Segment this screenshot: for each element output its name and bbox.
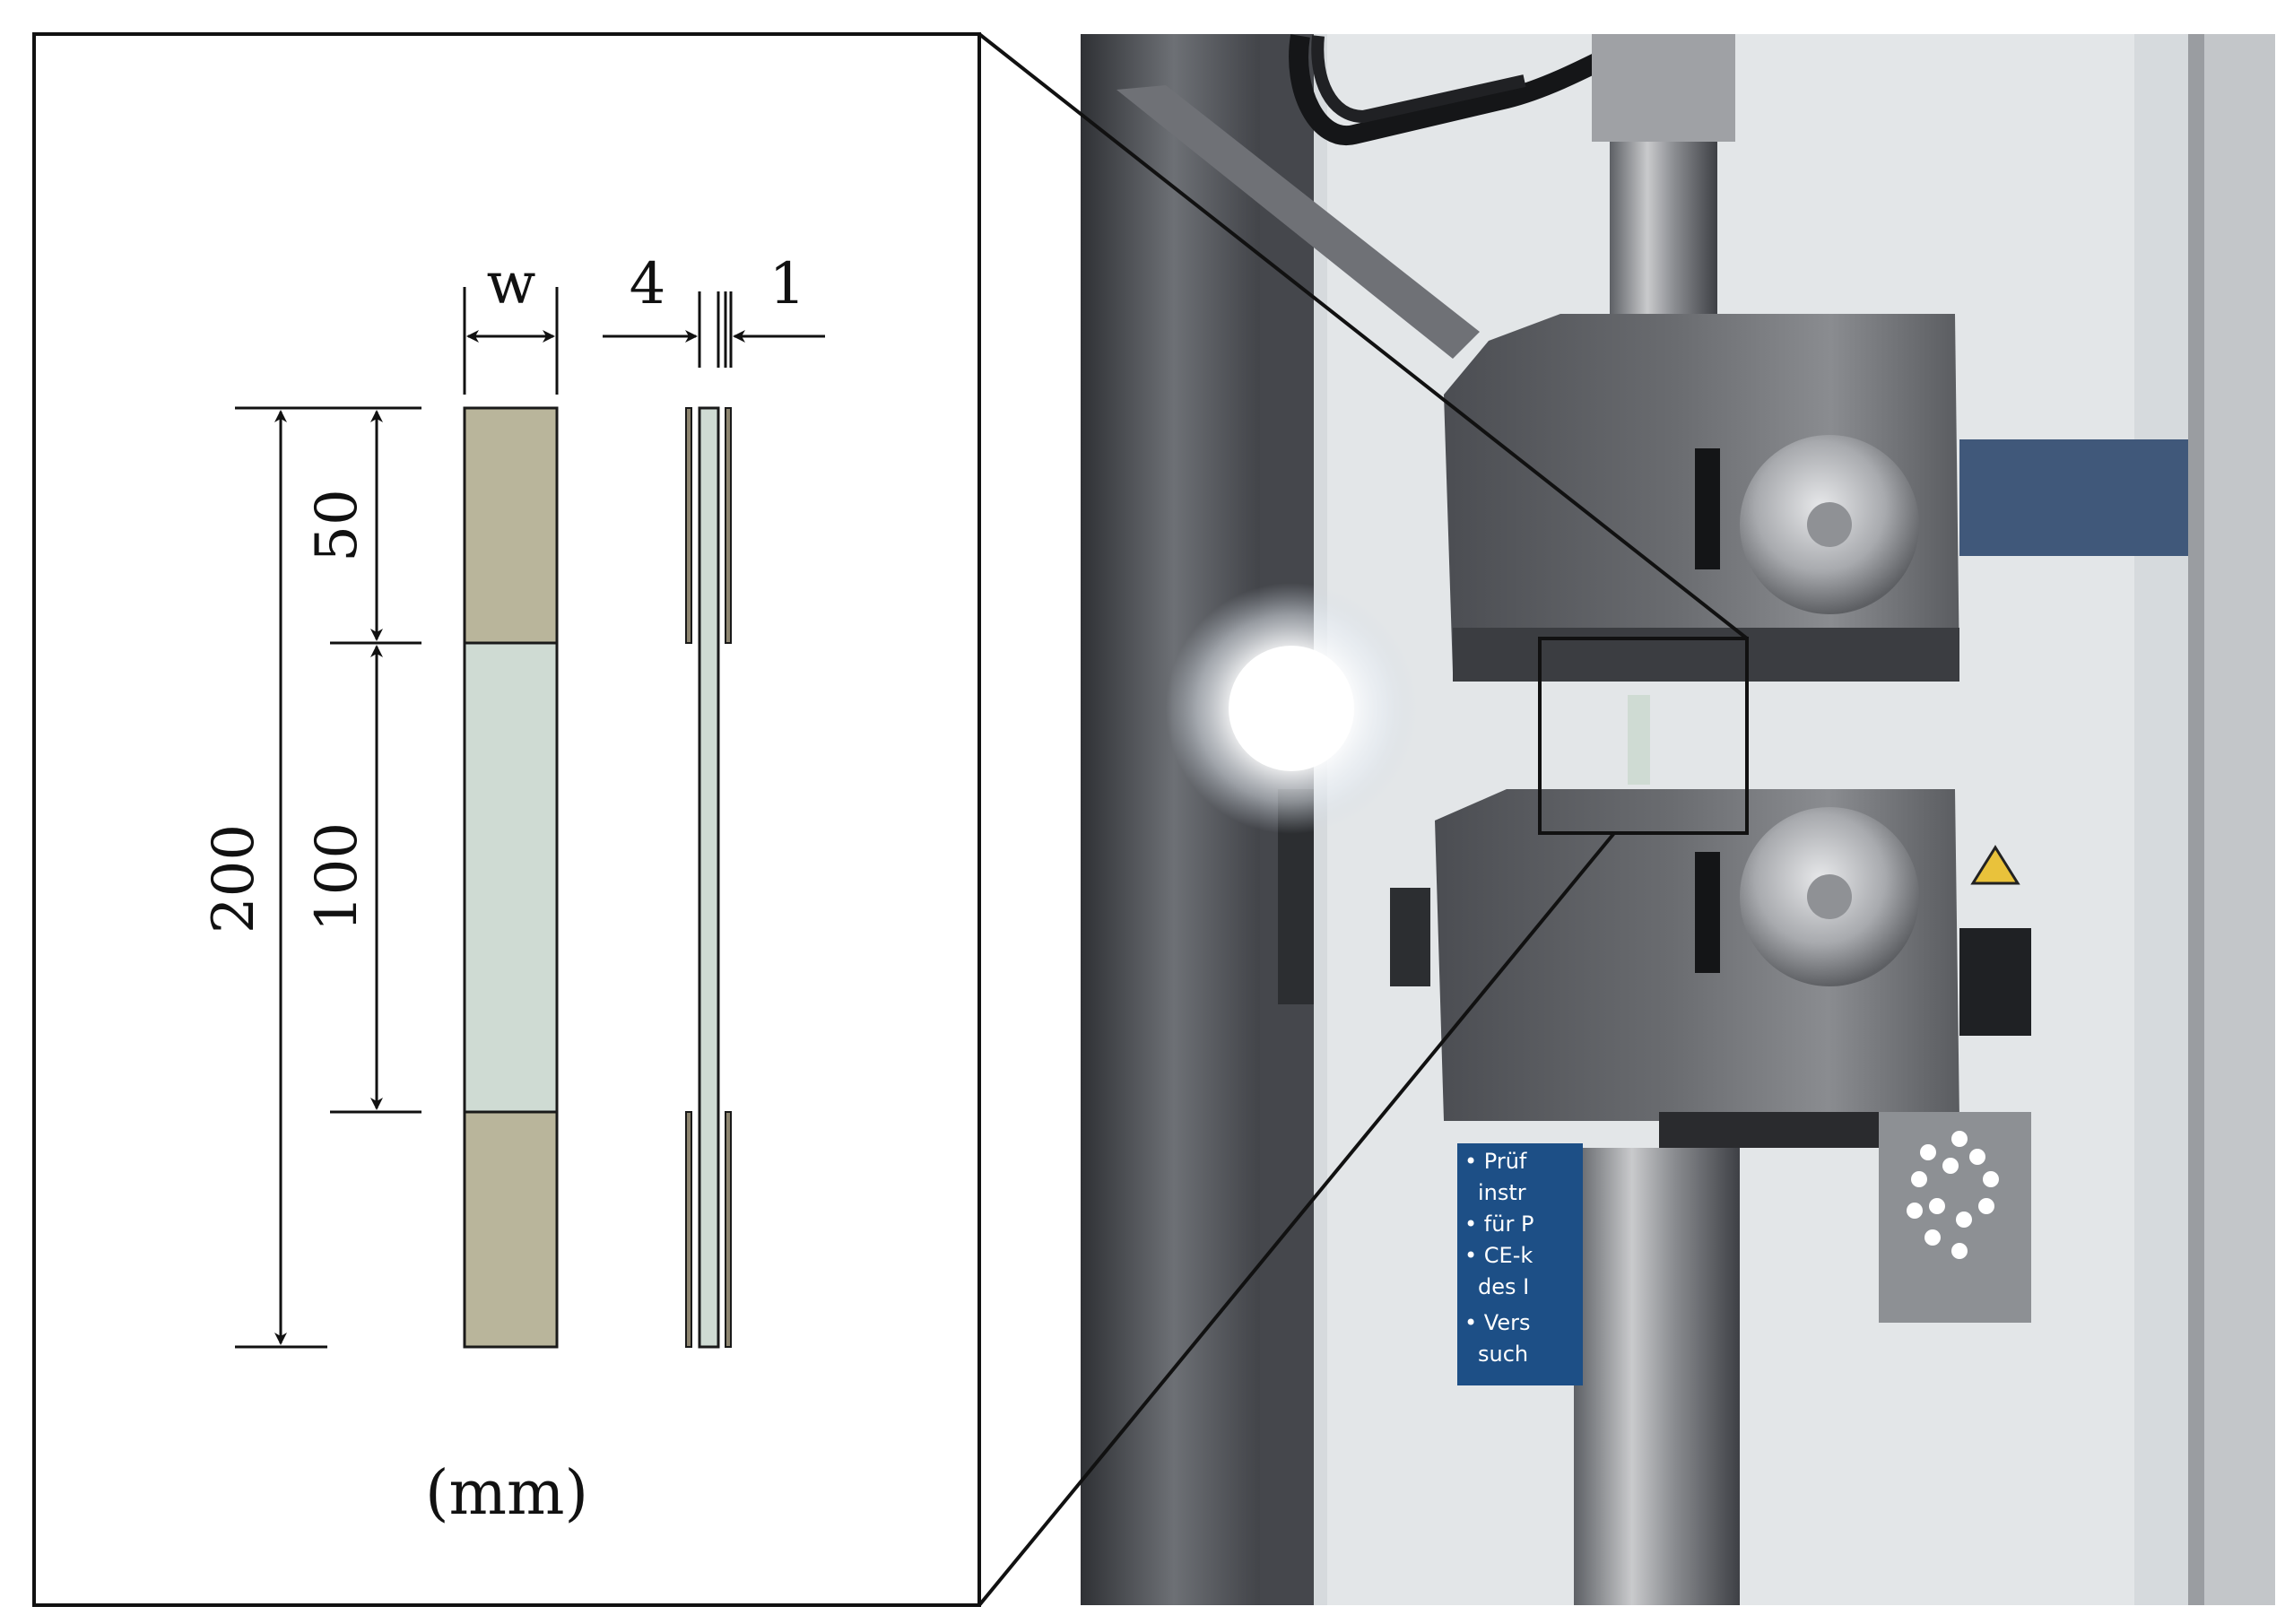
info-sign-text: • Prüf instr • für P • CE-k des I • Vers… [1464,1149,1533,1367]
test-machine-photo: • Prüf instr • für P • CE-k des I • Vers… [1081,34,2275,1605]
total-length-label: 200 [201,824,267,934]
specimen-front-view [463,406,559,1349]
lower-piston-rod [1574,1148,1740,1605]
machine-right-post [2202,34,2275,1605]
units-label: (mm) [425,1458,588,1529]
sign-line: • Vers [1464,1310,1530,1335]
sign-line: des I [1478,1274,1529,1299]
led-ring [1907,1131,1999,1259]
sign-line: • für P [1464,1211,1533,1237]
tab-length-label: 50 [304,489,370,561]
zoom-connector-top [977,32,1749,640]
thickness-dimension [603,291,825,368]
zoom-connector-bottom [977,831,1616,1607]
machine-right-post-edge [2188,34,2204,1605]
photo-specimen [1628,695,1650,785]
side-tab-lower-left [685,1111,692,1348]
width-dimension [463,287,559,395]
gauge-section [463,641,559,1114]
lower-tab [463,1110,559,1349]
gauge-length-dimension [330,645,421,1114]
sign-line: • Prüf [1464,1149,1527,1174]
laser-panel [1879,1112,2031,1323]
upper-tab [463,406,559,645]
sign-line: instr [1478,1180,1526,1205]
laser-warning-sign [1970,845,2020,885]
side-tab-upper-right [725,407,732,644]
side-core [698,406,720,1349]
sign-line: • CE-k [1464,1243,1533,1268]
width-label: w [487,251,536,317]
sign-line: such [1478,1342,1528,1367]
gauge-length-label: 100 [304,822,370,932]
side-tab-upper-left [685,407,692,644]
tab-length-dimension [330,410,421,645]
thickness-label-4: 4 [630,251,666,317]
total-length-dimension [235,406,421,1349]
led-lamp [1229,646,1354,771]
top-cables [1289,34,1619,146]
side-tab-lower-right [725,1111,732,1348]
diagonal-scale-bar [1116,85,1480,359]
info-sign [1457,1143,1583,1385]
thickness-label-1: 1 [769,251,806,317]
specimen-side-view [685,406,732,1349]
zoom-region-box [1538,637,1749,835]
blue-panel [1959,439,2188,556]
specimen-diagram-panel: w 4 1 200 50 [32,32,981,1607]
